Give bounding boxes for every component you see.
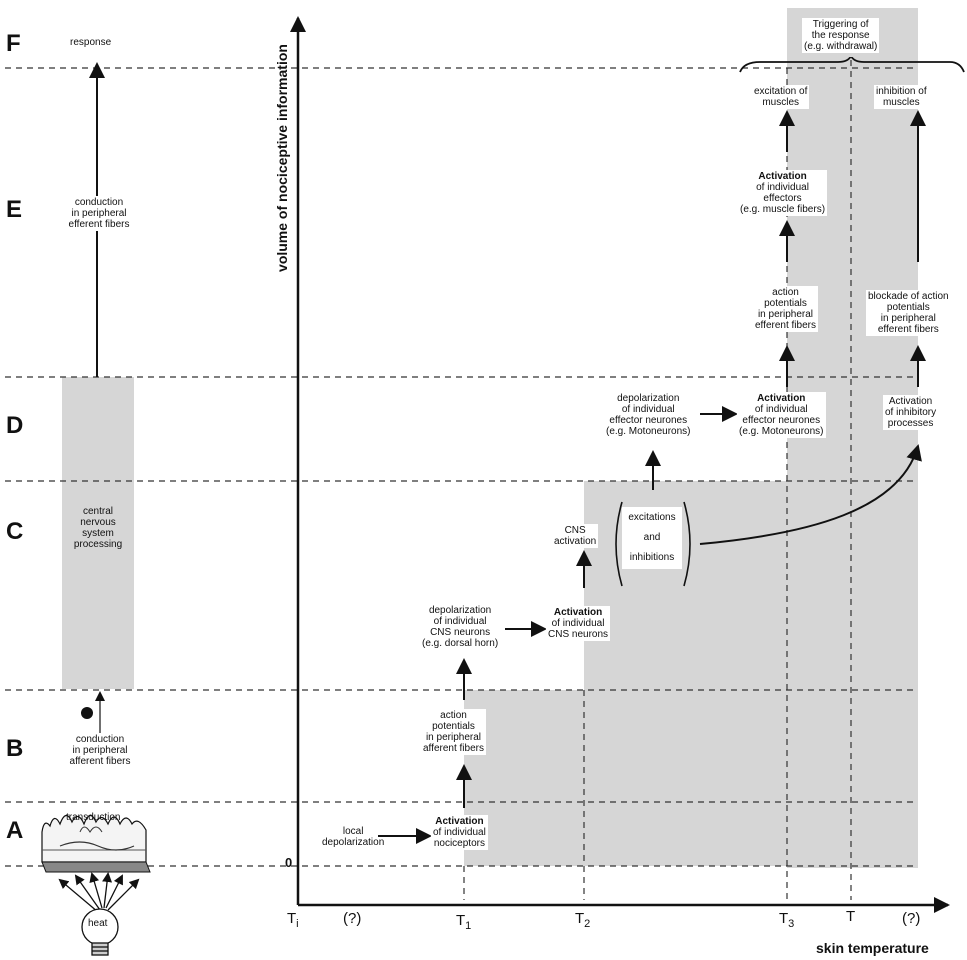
level-letter-E: E [6,196,23,223]
x-tick-unknown-high: (?) [902,910,921,927]
level-letter-D: D [6,412,24,439]
level-letter-C: C [6,518,24,545]
x-tick-unknown-low: (?) [343,910,362,927]
inhibition-curve [699,444,922,545]
exc-inh-bracket-left [615,501,623,587]
synapse-dot [81,707,93,719]
level-letter-A: A [6,817,24,844]
level-letter-B: B [6,735,24,762]
cns-processing-label: central nervous system processing [73,506,123,550]
activation-effectors-box: Activation of individual effectors (e.g.… [738,170,828,216]
skin-illustration [41,814,151,873]
x-tick-T2: T2 [575,910,591,930]
temp-lines [463,60,852,900]
x-tick-T1: T1 [456,912,472,932]
x-tick-T: T [846,908,856,925]
x-tick-Ti: Ti [287,910,299,930]
level-letter-F: F [6,30,21,57]
y-axis-label: volume of nociceptive information [274,44,290,272]
cns-processing-column [62,377,134,689]
heat-label: heat [88,918,108,929]
y-axis-zero: 0 [285,855,293,870]
afferent-conduction-label: conduction in peripheral afferent fibers [58,733,142,768]
nociceptive-volume-region [298,10,918,866]
response-label: response [70,37,112,48]
response-shade [787,8,918,868]
efferent-conduction-label: conduction in peripheral efferent fibers [58,196,140,231]
level-lines [5,67,918,867]
flow-arrows [378,110,926,844]
x-tick-T3: T3 [779,910,795,930]
x-axis-label: skin temperature [816,940,929,956]
heat-bulb [81,908,119,956]
exc-inh-bracket-right [683,501,691,587]
activation-nociceptors-box: Activation of individual nociceptors [431,815,488,850]
activation-cns-neurons-box: Activation of individual CNS neurons [546,606,611,641]
heat-rays [58,872,140,913]
activation-effector-neurones-box: Activation of individual effector neuron… [737,392,826,438]
transduction-label: transduction [66,812,121,823]
